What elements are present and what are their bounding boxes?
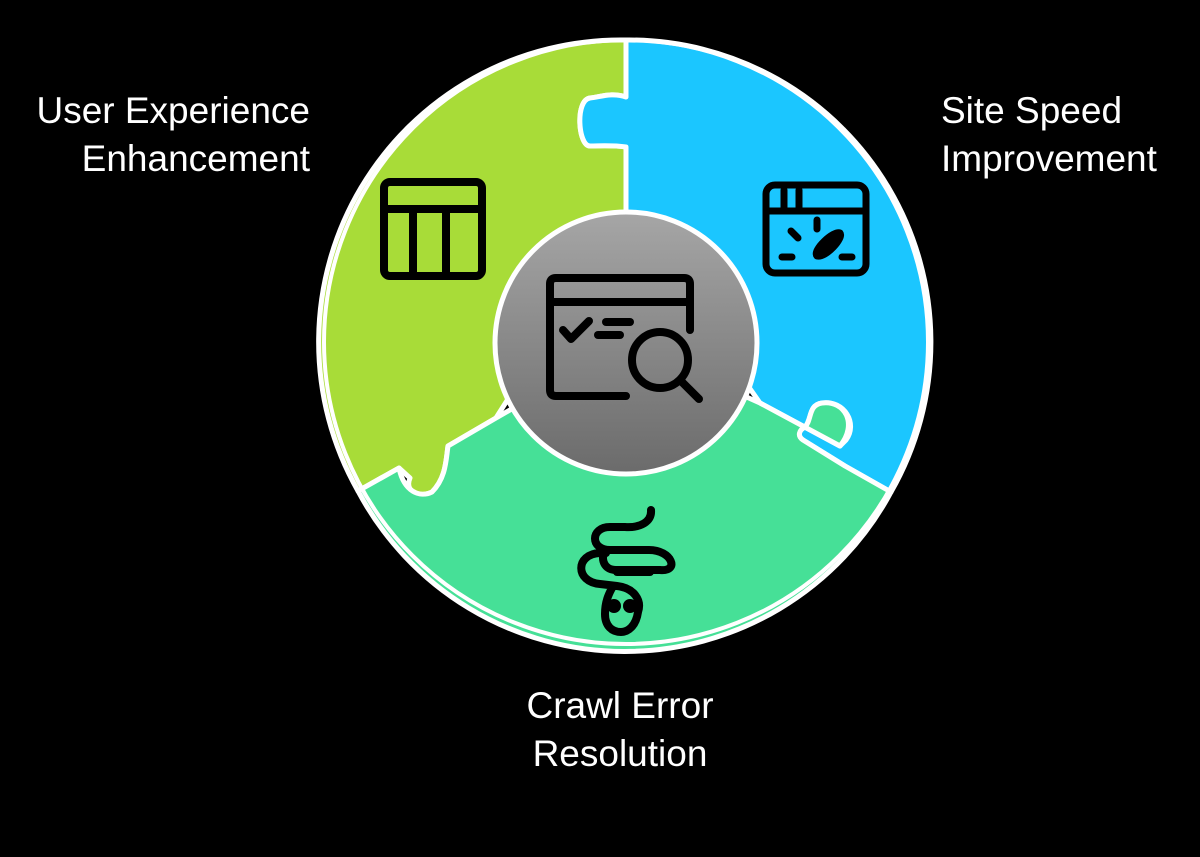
- label-crawl-error-resolution: Crawl Error Resolution: [0, 682, 1200, 778]
- segment-crawl-error[interactable]: [355, 340, 894, 654]
- center-hub[interactable]: [492, 209, 760, 477]
- label-line: User Experience: [36, 90, 310, 131]
- label-line: Resolution: [532, 733, 708, 774]
- outer-ring: [322, 38, 930, 646]
- snake-bug-icon: [577, 506, 676, 636]
- label-line: Site Speed: [941, 90, 1123, 131]
- browser-speedometer-icon: [762, 181, 870, 277]
- label-line: Crawl Error: [526, 685, 714, 726]
- label-site-speed-improvement: Site Speed Improvement: [941, 87, 1157, 183]
- checklist-search-icon: [546, 274, 703, 403]
- label-user-experience-enhancement: User Experience Enhancement: [36, 87, 310, 183]
- label-line: Improvement: [941, 138, 1157, 179]
- table-layout-icon: [380, 178, 486, 280]
- label-line: Enhancement: [81, 138, 310, 179]
